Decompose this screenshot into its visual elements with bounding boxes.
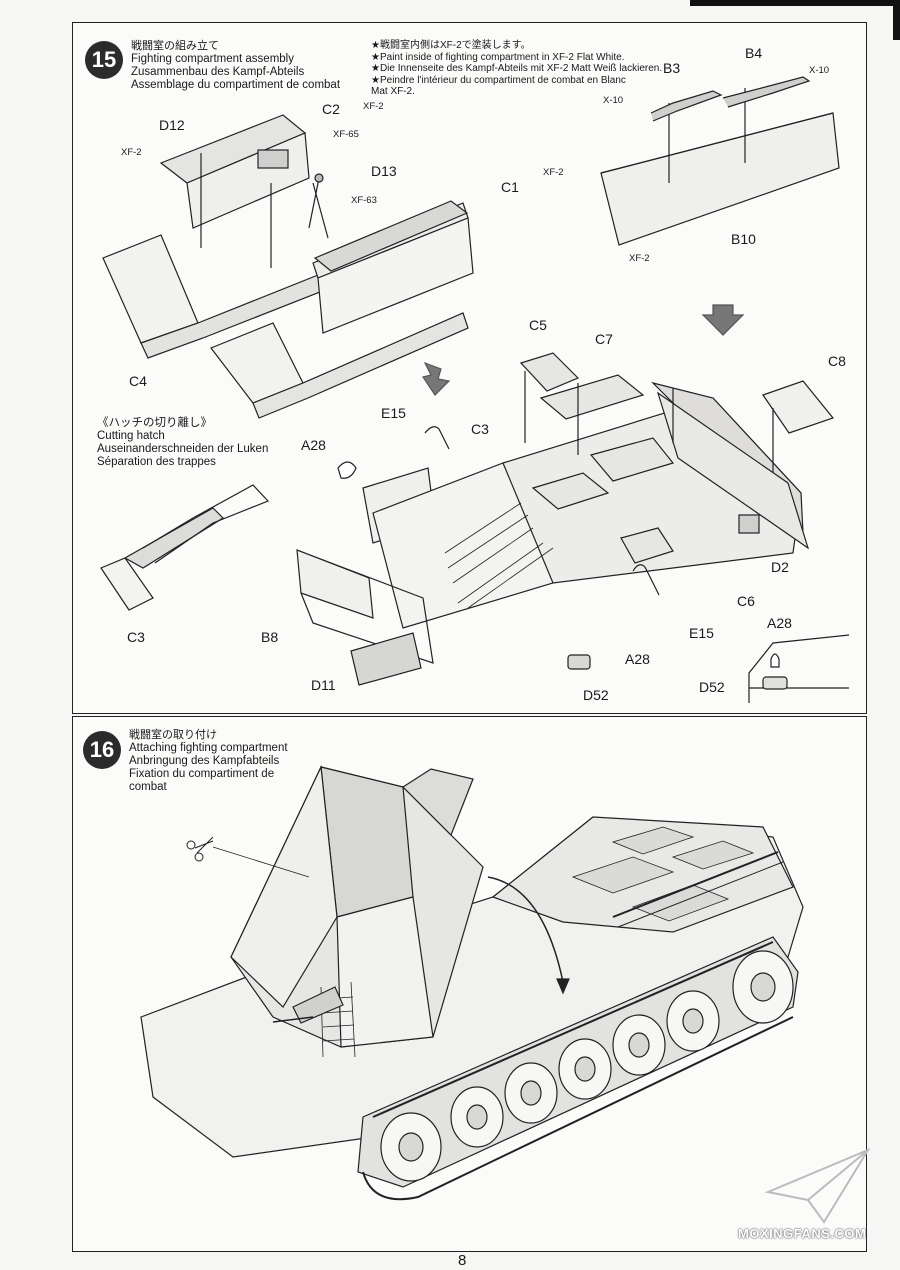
part-label-b4: B4: [745, 45, 763, 61]
paper-plane-logo-icon: [764, 1148, 871, 1224]
paint-xf2-d12: XF-2: [121, 147, 142, 158]
paint-note-fr: ★Peindre l'intérieur du compartiment de …: [371, 74, 626, 86]
paint-note-en: ★Paint inside of fighting compartment in…: [371, 51, 625, 63]
step-16-title: 戦闘室の取り付け Attaching fighting compartment …: [129, 729, 288, 794]
paint-xf65: XF-65: [333, 129, 359, 140]
paint-note: ★戦闘室内側はXF-2で塗装します。 ★Paint inside of figh…: [371, 40, 662, 98]
part-label-e15-top: E15: [381, 405, 406, 421]
title16-fr2: combat: [129, 781, 167, 793]
part-label-e15-bottom: E15: [689, 625, 714, 641]
part-label-b10: B10: [731, 231, 756, 247]
paint-note-jp: ★戦闘室内側はXF-2で塗装します。: [371, 40, 531, 51]
cutting-hatch-jp: 《ハッチの切り離し》: [97, 417, 212, 429]
paint-x10-b3: X-10: [603, 95, 624, 106]
page-number: 8: [458, 1252, 467, 1269]
paint-xf2-c2: XF-2: [363, 101, 384, 112]
cutting-hatch-en: Cutting hatch: [97, 430, 165, 442]
title16-fr: Fixation du compartiment de: [129, 768, 275, 780]
paint-note-de: ★Die Innenseite des Kampf-Abteils mit XF…: [371, 63, 663, 74]
title-de: Zusammenbau des Kampf-Abteils: [131, 66, 305, 78]
scissors-icon: [186, 836, 214, 862]
part-label-d52: D52: [583, 687, 609, 703]
step-number-16: 16: [83, 731, 121, 769]
paint-xf63: XF-63: [351, 195, 377, 206]
step-15-assembly-drawing: [100, 76, 850, 703]
cutting-hatch-de: Auseinanderschneiden der Luken: [97, 443, 269, 455]
step-16-assembly-drawing: [140, 764, 804, 1201]
paint-xf2-b10: XF-2: [629, 253, 650, 264]
paint-xf2-c1: XF-2: [543, 167, 564, 178]
watermark-text: MOXINGFANS.COM: [738, 1226, 867, 1241]
part-label-c2: C2: [322, 101, 340, 117]
cutting-hatch-fr: Séparation des trappes: [97, 456, 216, 468]
part-label-b3: B3: [663, 60, 681, 76]
title16-jp: 戦闘室の取り付け: [129, 729, 217, 741]
paint-x10-b4: X-10: [809, 65, 830, 76]
title-jp: 戦闘室の組み立て: [131, 40, 219, 52]
title-en: Fighting compartment assembly: [131, 53, 294, 65]
part-label-c3-bottom: C3: [127, 629, 145, 645]
part-label-c4: C4: [129, 373, 147, 389]
title-fr: Assemblage du compartiment de combat: [131, 79, 341, 91]
title16-de: Anbringung des Kampfabteils: [129, 755, 280, 767]
top-edge-mark: [690, 0, 900, 6]
part-label-a28-inset: A28: [767, 615, 792, 631]
step-number-15: 15: [85, 41, 123, 79]
part-label-d13: D13: [371, 163, 397, 179]
part-label-d2: D2: [771, 559, 789, 575]
part-label-a28-mid: A28: [625, 651, 650, 667]
part-label-b8: B8: [261, 629, 279, 645]
part-label-c3-top: C3: [471, 421, 489, 437]
step-15-title: 戦闘室の組み立て Fighting compartment assembly Z…: [131, 40, 340, 92]
right-edge-mark: [893, 0, 900, 40]
part-label-c1: C1: [501, 179, 519, 195]
step-15-panel: 15 戦闘室の組み立て Fighting compartment assembl…: [72, 22, 867, 714]
title16-en: Attaching fighting compartment: [129, 742, 288, 754]
part-label-a28-left: A28: [301, 437, 326, 453]
part-label-d52-inset: D52: [699, 679, 725, 695]
part-label-c5: C5: [529, 317, 547, 333]
part-label-c8: C8: [828, 353, 846, 369]
part-label-d11: D11: [311, 677, 336, 693]
paint-note-fr-cont: Mat XF-2.: [371, 86, 415, 97]
step-16-panel: 16 戦闘室の取り付け Attaching fighting compartme…: [72, 716, 867, 1252]
part-label-d12: D12: [159, 117, 185, 133]
cutting-hatch-title: 《ハッチの切り離し》 Cutting hatch Auseinanderschn…: [97, 417, 268, 469]
part-label-c7: C7: [595, 331, 613, 347]
part-label-c6: C6: [737, 593, 755, 609]
